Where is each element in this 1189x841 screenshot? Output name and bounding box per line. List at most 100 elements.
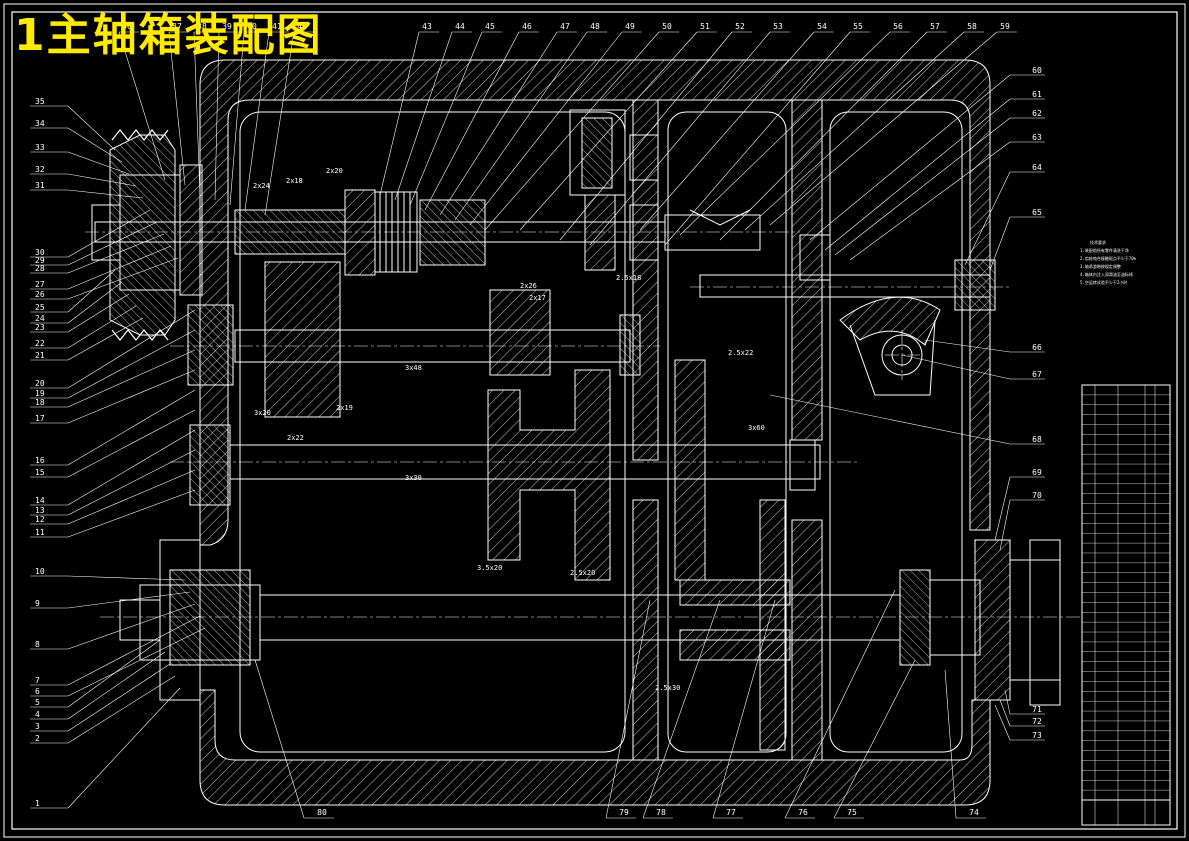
part-number-label: 49 — [625, 22, 635, 31]
part-number-label: 52 — [735, 22, 745, 31]
leader-line — [719, 31, 928, 241]
leader-line — [664, 31, 851, 246]
part-number-label: 34 — [35, 119, 45, 128]
dimension-label: 3x48 — [405, 364, 422, 372]
leader-line — [744, 31, 965, 231]
part-number-label: 62 — [1032, 109, 1042, 118]
part-number-label: 74 — [969, 808, 979, 817]
part-number-label: 55 — [853, 22, 863, 31]
leader-line — [67, 329, 196, 399]
notes-title: 技术要求 — [1090, 239, 1106, 245]
part-number-label: 68 — [1032, 435, 1042, 444]
part-number-label: 79 — [619, 808, 629, 817]
leader-line — [118, 31, 166, 181]
leader-line — [67, 469, 196, 525]
drawing-title: 1主轴箱装配图 — [14, 10, 323, 61]
technical-notes: 技术要求 1.装配前所有零件清洗干净 2.齿轮啮合接触斑点不少于70% 3.轴承… — [1080, 239, 1137, 285]
leader-line — [244, 31, 270, 211]
part-number-label: 24 — [35, 314, 45, 323]
part-number-label: 39 — [222, 22, 232, 31]
leader-line — [379, 31, 420, 196]
leader-line — [67, 663, 171, 732]
part-number-label: 73 — [1032, 731, 1042, 740]
part-number-label: 32 — [35, 165, 45, 174]
leader-line — [67, 317, 144, 361]
leader-line — [67, 127, 123, 163]
part-number-label: 15 — [35, 468, 45, 477]
leader-line — [193, 31, 201, 196]
part-number-label: 10 — [35, 567, 45, 576]
leader-line — [67, 651, 166, 720]
right-mechanism — [699, 234, 996, 396]
part-number-label: 71 — [1032, 705, 1042, 714]
part-number-label: 53 — [773, 22, 783, 31]
leader-line — [809, 74, 1011, 241]
part-number-label: 3 — [35, 722, 40, 731]
leader-line — [67, 189, 144, 199]
part-number-label: 9 — [35, 599, 40, 608]
part-number-label: 22 — [35, 339, 45, 348]
dimension-label: 3x60 — [748, 424, 765, 432]
leader-line — [67, 687, 181, 809]
part-number-label: 38 — [197, 22, 207, 31]
leader-line — [409, 31, 483, 206]
part-number-label: 70 — [1032, 491, 1042, 500]
pulley — [91, 129, 203, 341]
part-number-label: 33 — [35, 143, 45, 152]
dimension-labels: 2x242x182x202x262x173x202x192x223x483x30… — [253, 167, 765, 692]
part-number-label: 1 — [35, 799, 40, 808]
part-number-label: 61 — [1032, 90, 1042, 99]
leader-line — [519, 31, 698, 231]
part-number-label: 18 — [35, 398, 45, 407]
leader-line — [642, 599, 721, 819]
part-number-label: 46 — [522, 22, 532, 31]
leader-line — [67, 615, 201, 686]
leader-line — [994, 704, 1011, 741]
leader-line — [67, 409, 196, 478]
part-number-label: 26 — [35, 290, 45, 299]
leader-line — [67, 389, 196, 466]
part-number-label: 31 — [35, 181, 45, 190]
part-number-label: 57 — [930, 22, 940, 31]
part-number-label: 14 — [35, 496, 45, 505]
part-number-label: 2 — [35, 734, 40, 743]
part-number-label: 72 — [1032, 717, 1042, 726]
part-number-label: 29 — [35, 256, 45, 265]
part-number-label: 23 — [35, 323, 45, 332]
note-line: 4.箱体内注入润滑油至油标线 — [1080, 271, 1133, 277]
dimension-label: 2.5x30 — [655, 684, 680, 692]
dimension-label: 2x24 — [253, 182, 270, 190]
part-number-label: 6 — [35, 687, 40, 696]
leader-line — [712, 599, 776, 819]
leader-line — [168, 31, 186, 186]
leader-line — [67, 269, 116, 313]
part-number-label: 16 — [35, 456, 45, 465]
leader-line — [999, 699, 1011, 727]
part-number-label: 66 — [1032, 343, 1042, 352]
leader-line — [67, 281, 123, 324]
leader-line — [679, 31, 891, 236]
dimension-label: 2.5x18 — [616, 274, 641, 282]
shaft-3 — [189, 359, 821, 751]
part-number-label: 25 — [35, 303, 45, 312]
part-number-label: 21 — [35, 351, 45, 360]
leader-line — [67, 369, 196, 424]
leader-line — [214, 31, 220, 201]
leader-line — [67, 489, 196, 538]
part-number-label: 78 — [656, 808, 666, 817]
part-number-label: 80 — [317, 808, 327, 817]
frame-border — [11, 11, 1178, 830]
part-number-label: 63 — [1032, 133, 1042, 142]
leader-line — [944, 669, 957, 819]
dimension-label: 3x30 — [405, 474, 422, 482]
part-number-label: 11 — [35, 528, 45, 537]
leader-line — [469, 31, 623, 226]
leader-line — [834, 117, 1011, 256]
part-number-label: 27 — [35, 280, 45, 289]
dimension-label: 2.5x20 — [570, 569, 595, 577]
part-number-label: 75 — [847, 808, 857, 817]
leader-line — [559, 31, 733, 241]
leader-line — [67, 105, 116, 151]
leader-line — [67, 675, 176, 744]
part-number-label: 50 — [662, 22, 672, 31]
